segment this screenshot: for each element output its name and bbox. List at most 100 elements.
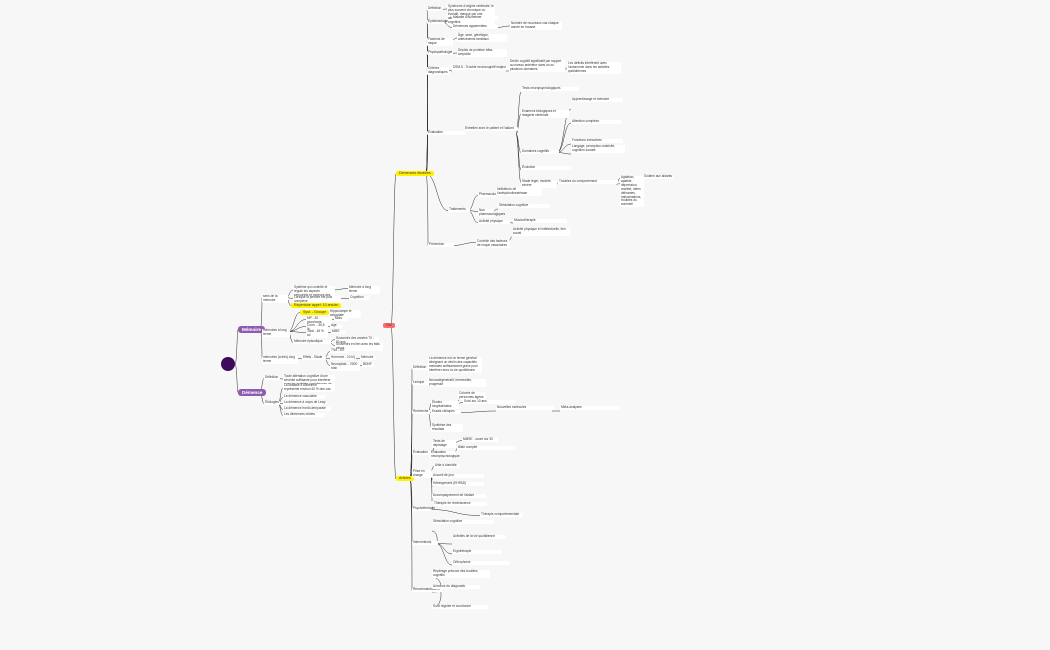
topic-node-c5b3[interactable]: Examens biologiques et imagerie cérébral… [521, 109, 569, 118]
topic-node-c5b2[interactable]: Tests neuropsychologiques [521, 86, 579, 91]
topic-node-c8a[interactable]: Pharmacologiques [478, 192, 506, 197]
topic-node-a1d[interactable]: Cognition [349, 295, 369, 300]
topic-node-d4a[interactable]: Tests de dépistage [432, 439, 456, 448]
topic-node-c4[interactable]: Physiopathologie [427, 50, 453, 55]
topic-node-c3[interactable]: Facteurs de risque [427, 37, 453, 46]
topic-node-c9b[interactable]: Activité physique et intellectuelle, lie… [512, 227, 570, 236]
topic-node-c7a[interactable]: Agitation, apathie, dépression, anxiété,… [620, 175, 644, 208]
topic-node-d4[interactable]: Évaluation [412, 450, 434, 455]
topic-node-d3a1[interactable]: Cohorte de personnes âgées [458, 391, 486, 400]
topic-node-d8c[interactable]: Suivi régulier et coordonné [432, 604, 488, 609]
topic-node-c5b[interactable]: Évaluation [427, 130, 465, 135]
topic-node-c9[interactable]: Prévention [428, 242, 454, 247]
topic-node-d8b[interactable]: Annonce du diagnostic [432, 584, 480, 589]
topic-node-a1e[interactable]: Répertoire appel: 10 ans/an [291, 303, 342, 308]
topic-node-c1[interactable]: Définition [427, 6, 443, 11]
topic-node-a3a[interactable]: Effets - Stade [302, 355, 326, 360]
topic-node-d7d[interactable]: Orthophonie [452, 560, 510, 565]
topic-node-d5d[interactable]: Accompagnement de l'aidant [432, 493, 486, 498]
mindmap-root-node[interactable] [221, 357, 235, 371]
topic-node-d7c[interactable]: Ergothérapie [452, 549, 502, 554]
topic-node-d8[interactable]: Recommandations [412, 587, 442, 592]
topic-node-d4b1[interactable]: Bilan complet [457, 445, 515, 450]
topic-node-m2[interactable]: Démence [238, 389, 267, 396]
topic-node-c8b3[interactable]: Musicothérapie [513, 218, 567, 223]
topic-node-d1[interactable]: Définition [412, 365, 432, 370]
topic-node-d3c1[interactable]: Synthèse des résultats [431, 423, 463, 432]
topic-node-a3a5[interactable]: BDNF [362, 362, 374, 367]
topic-node-d5c[interactable]: Hébergement (EHPAD) [432, 481, 484, 486]
topic-node-c8[interactable]: Traitements [448, 207, 470, 212]
topic-node-c5b1[interactable]: Entretien avec le patient et l'aidant [464, 126, 518, 131]
topic-node-d4b[interactable]: Évaluation neuropsychologique [430, 450, 460, 459]
topic-node-b2[interactable]: Étiologies [264, 400, 280, 405]
topic-node-a1c[interactable]: Lorsque la pensée est plus complexe [293, 295, 341, 304]
topic-node-d3b1[interactable]: Nouvelles molécules [496, 405, 554, 410]
topic-node-d1a[interactable]: La démence est un terme général désignan… [428, 356, 482, 373]
topic-node-c8b2[interactable]: Activité physique [478, 219, 510, 224]
topic-node-a2d1[interactable]: MMS [331, 329, 345, 334]
topic-node-a2[interactable]: mémoires à long terme [262, 328, 290, 337]
topic-node-a3[interactable]: mémoires (à très) long terme [262, 355, 298, 364]
topic-node-c6[interactable]: Évolution [521, 165, 571, 170]
topic-node-c8b1[interactable]: Stimulation cognitive [498, 203, 550, 208]
topic-node-a2b1[interactable]: Mots [334, 316, 348, 321]
topic-node-a3a4[interactable]: Neuroplast. - 2000 h/an [330, 362, 360, 371]
topic-node-c5c1[interactable]: Attention complexe [571, 119, 621, 124]
topic-node-a1b[interactable]: Mémoire à long terme [348, 285, 380, 294]
topic-node-c8a1[interactable]: Inhibiteurs de l'acétylcholinestérase [496, 187, 542, 196]
topic-node-a2e[interactable]: Mémoire épisodique [293, 339, 331, 344]
topic-node-d5[interactable]: Prise en charge [412, 469, 432, 478]
topic-node-d3a2[interactable]: Suivi sur 10 ans [463, 399, 515, 404]
topic-node-a2a[interactable]: Syst. - Groupe [300, 310, 330, 315]
topic-node-c2a[interactable]: Maladie d'Alzheimer [452, 15, 498, 20]
topic-node-c5[interactable]: Critères diagnostiques [427, 66, 449, 75]
topic-node-d7[interactable]: Interventions [412, 540, 438, 545]
topic-node-d0[interactable]: Articles [396, 476, 414, 481]
topic-node-c5a[interactable]: DSM-5 - Trouble neurocognitif majeur [452, 65, 508, 70]
topic-node-d8a[interactable]: Repérage précoce des troubles cognitifs [432, 569, 490, 578]
topic-node-d4a1[interactable]: MMSE - score sur 30 [462, 437, 498, 442]
topic-node-a2e2[interactable]: Souvenirs en lien avec les faits vécus [335, 342, 383, 351]
topic-node-d6a[interactable]: Thérapie de réminiscence [433, 501, 487, 506]
topic-node-m1[interactable]: Mémoire [238, 326, 265, 333]
topic-node-b2d[interactable]: La démence fronto-temporale [283, 406, 331, 411]
topic-node-c4a[interactable]: Dépôts de protéine bêta-amyloïde [457, 48, 507, 57]
topic-node-c5c3[interactable]: Apprentissage et mémoire [571, 97, 623, 102]
topic-node-a3a1[interactable]: TSA - 8 h [330, 348, 348, 353]
topic-node-d7a[interactable]: Stimulation cognitive [432, 519, 494, 524]
topic-node-a2c[interactable]: Conn. - 35,5 % [306, 323, 328, 332]
topic-node-c2b[interactable]: Démences apparentées [452, 24, 498, 29]
topic-node-c8b4[interactable]: Soutien aux aidants [643, 174, 673, 179]
topic-node-a3a2[interactable]: Hormone - 10 h/j [330, 355, 356, 360]
topic-node-c6a[interactable]: Stade léger, modéré, sévère [521, 179, 557, 188]
topic-node-b2a[interactable]: La Maladie d'Alzheimer représente enviro… [283, 383, 333, 392]
topic-node-b2b[interactable]: La démence vasculaire [283, 394, 325, 399]
topic-node-a2c1[interactable]: Age [330, 323, 342, 328]
topic-node-d3[interactable]: Recherche [412, 409, 430, 414]
topic-node-a2e1[interactable]: Souvenirs des années 70 - 80 ans [335, 336, 379, 345]
topic-node-c8b[interactable]: Non pharmacologiques [478, 208, 506, 217]
topic-node-d5b[interactable]: Accueil de jour [432, 473, 484, 478]
topic-node-c2[interactable]: Épidémiologie [427, 19, 449, 24]
topic-node-d7b[interactable]: Activités de la vie quotidienne [452, 534, 506, 539]
topic-node-c0[interactable]: Démences étudiées [396, 171, 434, 176]
topic-node-d3b[interactable]: Essais cliniques [431, 409, 461, 414]
topic-node-d2a[interactable]: Neurodégénératif, irréversible, progress… [428, 378, 486, 387]
topic-node-b2c[interactable]: La démence à corps de Lewy [283, 400, 327, 405]
topic-node-c5a1[interactable]: Déclin cognitif significatif par rapport… [509, 59, 565, 72]
topic-node-d3c[interactable]: Méta-analyses [560, 405, 620, 410]
topic-node-a1[interactable]: sens de la mémoire [262, 294, 288, 303]
topic-node-c5a2[interactable]: Les déficits interfèrent avec l'autonomi… [567, 61, 621, 74]
topic-node-a3a3[interactable]: Mémoire [360, 355, 376, 360]
topic-node-c9a[interactable]: Contrôle des facteurs de risque vasculai… [476, 239, 510, 248]
topic-node-c5c2[interactable]: Fonctions exécutives [571, 138, 623, 143]
topic-node-d5a[interactable]: Aide à domicile [434, 463, 460, 468]
topic-node-b2e[interactable]: Les démences mixtes [283, 412, 325, 417]
topic-node-x0[interactable]: Oui [383, 323, 395, 328]
topic-node-c7[interactable]: Troubles du comportement [558, 179, 618, 184]
topic-node-d3a[interactable]: Études longitudinales [431, 400, 459, 409]
topic-node-a2d[interactable]: Total - 45 % sd [306, 329, 328, 338]
topic-node-d6b[interactable]: Thérapie comportementale [480, 512, 522, 517]
topic-node-a2a1[interactable]: Hippocampe et amygdale [329, 309, 361, 318]
